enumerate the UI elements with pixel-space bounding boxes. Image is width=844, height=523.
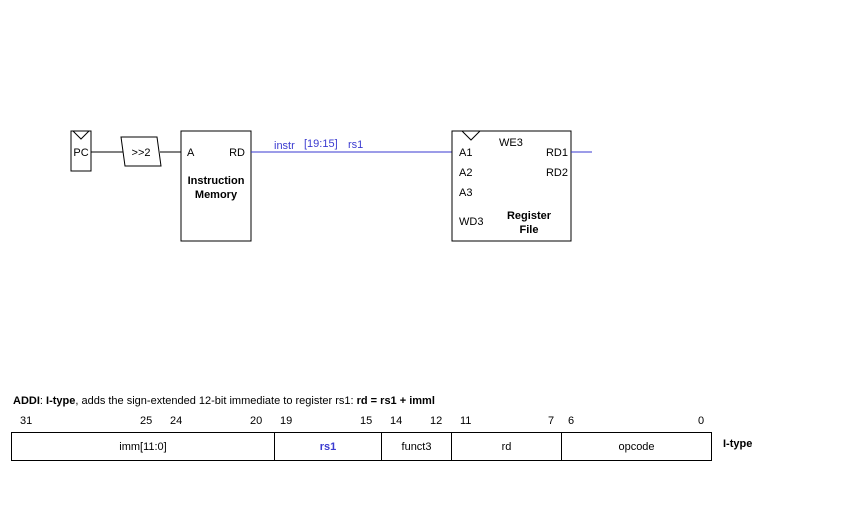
regfile-title-line2: File (520, 224, 539, 236)
regfile-a1: A1 (459, 147, 472, 159)
instruction-type: I-type (46, 395, 76, 407)
regfile-title-line1: Register (507, 210, 552, 222)
bit-number: 20 (250, 415, 263, 427)
instruction-name: ADDI (13, 395, 40, 407)
wire-label-bits: [19:15] (304, 138, 338, 150)
regfile-wd3: WD3 (459, 216, 483, 228)
bit-number: 6 (568, 415, 575, 427)
pc-label: PC (73, 147, 88, 159)
wire-label-instr: instr (274, 140, 295, 152)
bit-number: 15 (360, 415, 373, 427)
imem-port-rd: RD (229, 147, 245, 159)
field-imm: imm[11:0] (11, 432, 275, 461)
bit-number: 24 (170, 415, 183, 427)
imem-title-line1: Instruction (188, 175, 245, 187)
regfile-rd1: RD1 (546, 147, 568, 159)
bit-number: 31 (20, 415, 33, 427)
instruction-description: ADDI: I-type, adds the sign-extended 12-… (13, 395, 435, 407)
wire-label-rs1: rs1 (348, 139, 363, 151)
bit-number: 11 (460, 415, 472, 427)
imem-port-a: A (187, 147, 195, 159)
regfile-a3: A3 (459, 187, 472, 199)
bit-number: 12 (430, 415, 443, 427)
field-rd: rd (451, 432, 562, 461)
format-label: I-type (723, 438, 753, 450)
bit-number: 25 (140, 415, 153, 427)
regfile-rd2: RD2 (546, 167, 568, 179)
regfile-we3: WE3 (499, 137, 523, 149)
bit-number: 19 (280, 415, 293, 427)
pc-register (70, 130, 92, 172)
register-file (451, 130, 572, 242)
pc-clock-triangle (72, 130, 90, 140)
imem-title-line2: Memory (195, 189, 238, 201)
shift-right-unit (120, 136, 162, 167)
instruction-desc-text: , adds the sign-extended 12-bit immediat… (75, 395, 357, 407)
instruction-memory (180, 130, 252, 242)
instruction-formula: rd = rs1 + imml (356, 395, 435, 407)
desc-colon: : (39, 395, 47, 407)
bit-number: 7 (548, 415, 555, 427)
regfile-clock-triangle (461, 130, 481, 141)
bit-number: 14 (390, 415, 403, 427)
regfile-a2: A2 (459, 167, 472, 179)
field-opcode: opcode (561, 432, 712, 461)
bit-number: 0 (698, 415, 705, 427)
field-rs1: rs1 (274, 432, 382, 461)
field-funct3: funct3 (381, 432, 452, 461)
shift-label: >>2 (132, 147, 151, 159)
